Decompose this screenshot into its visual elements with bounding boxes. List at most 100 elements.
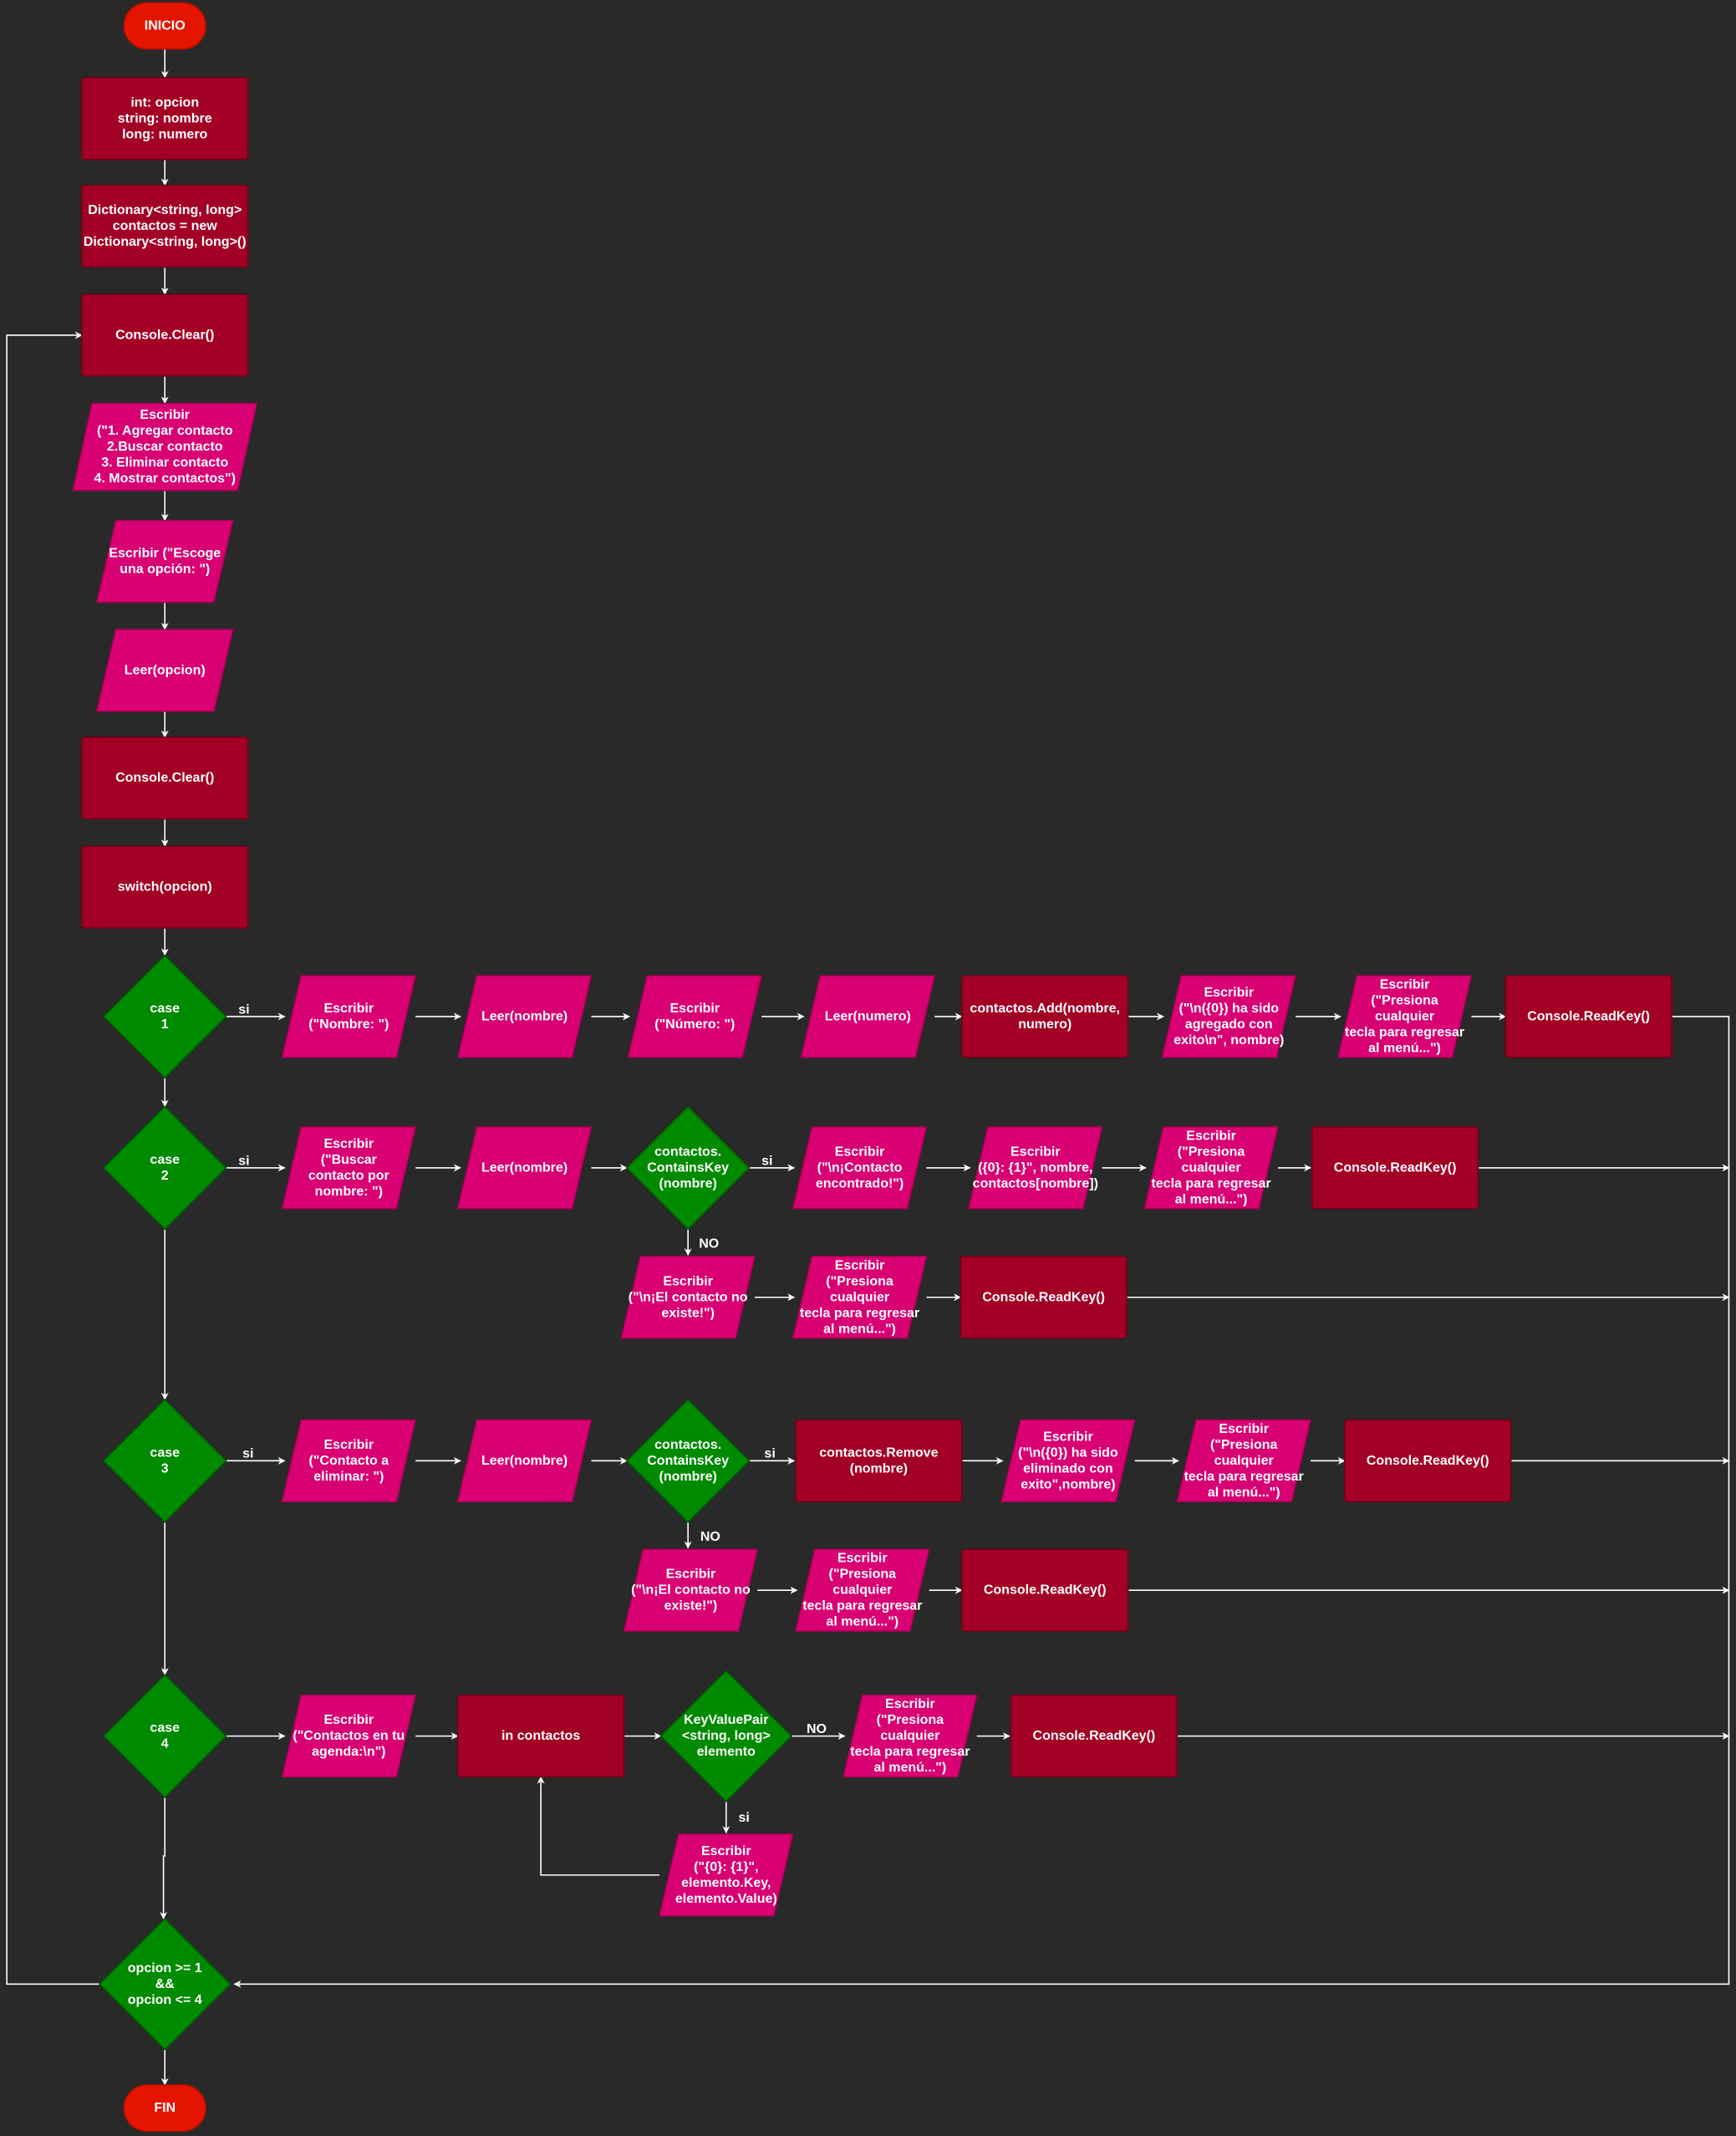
node-c4-elemento: Escribir("{0}: {1}",elemento.Key,element…: [658, 1833, 794, 1917]
node-label: Escribir: [666, 1568, 716, 1582]
node-label: Escribir: [323, 1002, 374, 1016]
node-label: (nombre): [659, 1470, 716, 1484]
node-shape-io: [95, 629, 234, 712]
node-label: Escribir: [323, 1438, 374, 1452]
node-c2-readkey: Console.ReadKey(): [1311, 1126, 1479, 1210]
node-label: &&: [155, 1977, 176, 1991]
node-label: Escribir: [1219, 1422, 1269, 1436]
flowchart-edges: [6, 48, 1730, 2086]
node-label: Escribir: [663, 1274, 713, 1288]
node-shape-decision: [625, 1105, 751, 1231]
node-shape-io: [967, 1126, 1103, 1210]
node-shape-decision: [659, 1670, 793, 1802]
node-label: agregado con: [1185, 1017, 1273, 1032]
node-label: tecla para regresar: [802, 1599, 922, 1613]
node-label: ("Presiona: [877, 1713, 944, 1727]
node-shape-io: [794, 1548, 930, 1632]
node-label: 3. Eliminar contacto: [101, 456, 228, 470]
node-label: contactos[nombre]): [973, 1176, 1098, 1190]
node-label: elemento.Key,: [681, 1876, 771, 1890]
node-label: eliminar: "): [313, 1470, 384, 1484]
node-loop-cond: opcion >= 1&&opcion <= 4: [98, 1917, 232, 2051]
node-shape-io: [281, 1126, 417, 1210]
node-label: Escribir: [1186, 1129, 1236, 1143]
node-label: cualquier: [880, 1729, 939, 1743]
node-label: al menú..."): [1368, 1041, 1441, 1055]
node-c2-readkey-no: Console.ReadKey(): [960, 1256, 1128, 1339]
node-shape-io: [456, 1419, 593, 1503]
node-label: cualquier: [832, 1583, 892, 1598]
node-label: tecla para regresar: [1184, 1470, 1304, 1484]
node-label: Escribir ("Escoge: [109, 547, 221, 561]
node-c2-contains: contactos.ContainsKey(nombre): [625, 1105, 751, 1231]
node-label: Console.ReadKey(): [1367, 1454, 1489, 1468]
node-shape-io: [620, 1256, 756, 1339]
node-label: string: nombre: [118, 111, 212, 125]
node-label: nombre: "): [315, 1185, 383, 1199]
node-shape-io: [800, 975, 936, 1058]
node-label: ("\n({0}) ha sido: [1018, 1445, 1118, 1460]
node-shape-io: [1143, 1126, 1279, 1210]
node-c3-leer-nombre: Leer(nombre): [456, 1419, 593, 1503]
node-c1-add: contactos.Add(nombre,numero): [961, 975, 1129, 1058]
node-shape-io: [627, 975, 763, 1058]
edge-label-case3-si: si: [242, 1447, 253, 1461]
node-shape-process: [961, 975, 1129, 1058]
node-label: contactos = new: [113, 219, 217, 233]
node-label: tecla para regresar: [800, 1306, 919, 1320]
node-shape-io: [95, 519, 234, 604]
node-c3-remove: contactos.Remove(nombre): [795, 1419, 963, 1503]
node-label: al menú..."): [873, 1761, 946, 1775]
node-label: numero): [1018, 1017, 1072, 1032]
node-label: Dictionary<string, long>: [88, 203, 242, 217]
node-label: ("{0}: {1}",: [694, 1860, 758, 1874]
node-leer-opcion: Leer(opcion): [95, 629, 234, 712]
node-label: tecla para regresar: [1345, 1025, 1464, 1039]
node-label: elemento: [697, 1745, 756, 1759]
node-shape-io: [1000, 1419, 1136, 1503]
node-c1-numero: Escribir("Número: "): [627, 975, 763, 1058]
node-label: Escribir: [835, 1258, 885, 1272]
node-shape-io: [792, 1256, 928, 1339]
node-label: eliminado con: [1023, 1461, 1113, 1476]
node-label: contactos.Add(nombre,: [970, 1002, 1120, 1016]
node-label: Escribir: [1204, 986, 1254, 1000]
node-shape-process: [1504, 975, 1672, 1058]
node-label: Leer(opcion): [125, 663, 206, 677]
node-label: ("Presiona: [1178, 1144, 1245, 1159]
node-label: opcion >= 1: [128, 1961, 202, 1975]
node-label: FIN: [154, 2101, 176, 2115]
edge-label-case2-si: si: [238, 1154, 249, 1168]
node-shape-process: [456, 1694, 625, 1778]
edge-label-c2-no: NO: [699, 1237, 719, 1252]
node-switch: switch(opcion): [81, 845, 249, 929]
node-label: tecla para regresar: [1151, 1176, 1270, 1190]
node-label: Leer(nombre): [481, 1009, 568, 1023]
node-label: 2.Buscar contacto: [107, 440, 223, 454]
node-label: Leer(nombre): [481, 1454, 568, 1468]
node-label: al menú..."): [823, 1322, 896, 1336]
node-label: exito",nombre): [1021, 1477, 1115, 1491]
node-inicio: INICIO: [123, 2, 206, 50]
node-label: cualquier: [1214, 1454, 1274, 1468]
node-label: ("\n¡El contacto no: [631, 1583, 751, 1598]
node-shape-decision: [102, 1398, 227, 1523]
node-label: existe!"): [664, 1599, 718, 1613]
node-label: 2: [161, 1169, 169, 1183]
node-label: case: [150, 1002, 180, 1016]
node-label: cualquier: [1181, 1160, 1240, 1175]
node-label: ("Número: "): [654, 1017, 735, 1032]
node-label: Escribir: [140, 408, 190, 422]
edge-arrow-23: [233, 1016, 1730, 1988]
